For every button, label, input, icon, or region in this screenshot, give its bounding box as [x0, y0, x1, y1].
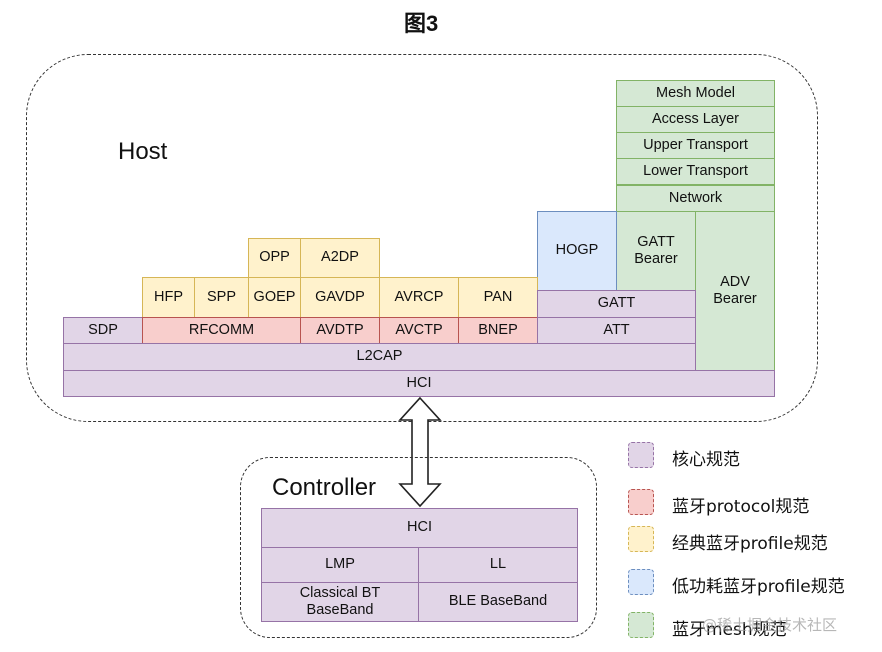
avrcp-box: AVRCP — [379, 277, 459, 318]
legend-label-core: 核心规范 — [672, 450, 740, 470]
l2cap-box: L2CAP — [63, 343, 696, 371]
controller-container — [240, 457, 597, 638]
controller-label: Controller — [272, 474, 377, 501]
gavdp-box: GAVDP — [300, 277, 380, 318]
avdtp-box: AVDTP — [300, 317, 380, 344]
legend-label-mesh: 蓝牙mesh规范 — [672, 620, 787, 640]
pan-box: PAN — [458, 277, 538, 318]
lmp-box: LMP — [261, 547, 419, 583]
legend-swatch-ble — [628, 569, 654, 595]
legend-label-ble: 低功耗蓝牙profile规范 — [672, 577, 845, 597]
controller-hci-box: HCI — [261, 508, 578, 548]
sdp-box: SDP — [63, 317, 143, 344]
upper-transport-layer: Upper Transport — [616, 132, 775, 159]
ll-box: LL — [418, 547, 578, 583]
avctp-box: AVCTP — [379, 317, 459, 344]
lower-transport-layer: Lower Transport — [616, 158, 775, 185]
legend-swatch-core — [628, 442, 654, 468]
legend-swatch-classic — [628, 526, 654, 552]
figure-title: 图3 — [404, 11, 439, 36]
legend-label-protocol: 蓝牙protocol规范 — [672, 497, 810, 517]
network-layer: Network — [616, 185, 775, 212]
ble-baseband-box: BLE BaseBand — [418, 582, 578, 622]
hogp-box: HOGP — [537, 211, 617, 291]
opp-box: OPP — [248, 238, 301, 278]
adv-bearer-box: ADV Bearer — [695, 211, 775, 371]
access-layer: Access Layer — [616, 106, 775, 133]
bnep-box: BNEP — [458, 317, 538, 344]
goep-box: GOEP — [248, 277, 301, 318]
legend-label-classic: 经典蓝牙profile规范 — [672, 534, 828, 554]
host-label: Host — [118, 138, 168, 165]
double-arrow-icon — [398, 396, 442, 508]
classical-baseband-box: Classical BT BaseBand — [261, 582, 419, 622]
legend-swatch-mesh — [628, 612, 654, 638]
mesh-model-layer: Mesh Model — [616, 80, 775, 107]
watermark: @稀土掘金技术社区 — [702, 616, 838, 634]
host-hci-box: HCI — [63, 370, 775, 397]
att-box: ATT — [537, 317, 696, 344]
a2dp-box: A2DP — [300, 238, 380, 278]
hfp-box: HFP — [142, 277, 195, 318]
gatt-box: GATT — [537, 290, 696, 318]
gatt-bearer-box: GATT Bearer — [616, 211, 696, 291]
legend-swatch-protocol — [628, 489, 654, 515]
rfcomm-box: RFCOMM — [142, 317, 301, 344]
spp-box: SPP — [194, 277, 249, 318]
